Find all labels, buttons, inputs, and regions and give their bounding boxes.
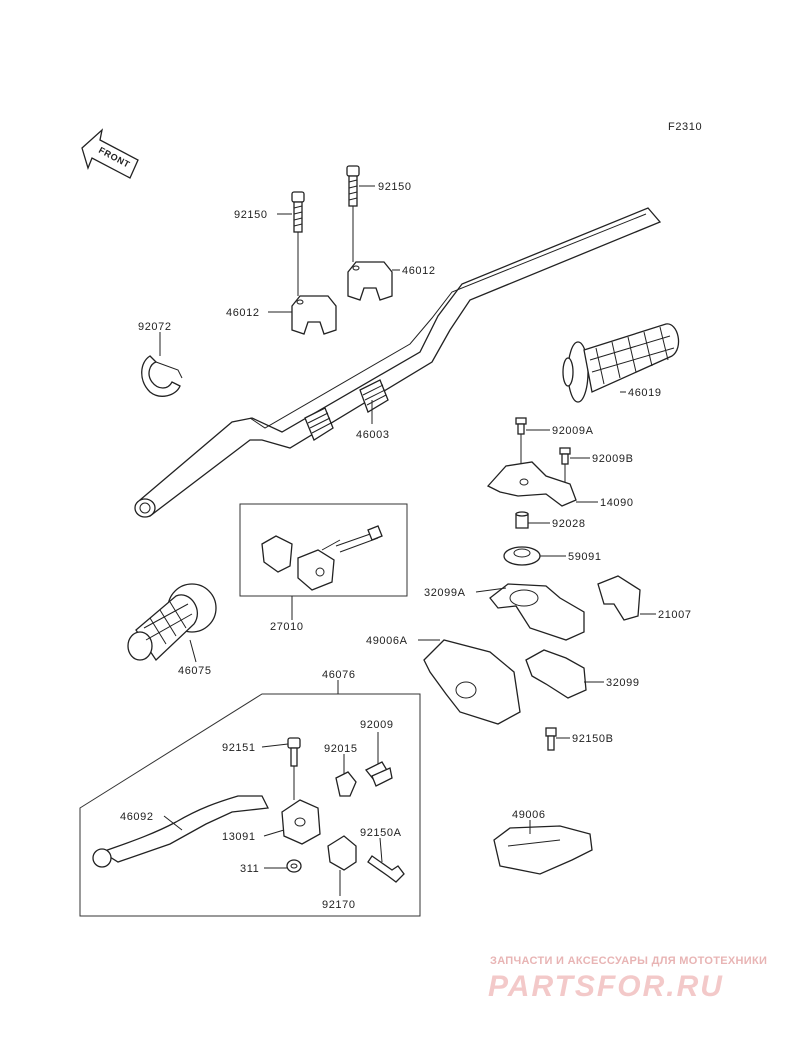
- grip-46075: [127, 583, 217, 662]
- watermark-line2: PARTSFOR.RU: [488, 970, 724, 1003]
- label-92009: 92009: [360, 719, 394, 731]
- label-46012-right: 46012: [402, 265, 436, 277]
- bolt-92151: [287, 737, 301, 800]
- label-49006: 49006: [512, 809, 546, 821]
- switch-assembly-27010: [239, 503, 408, 597]
- collar-92028: [515, 511, 529, 529]
- clip-92072: [141, 355, 183, 397]
- label-92015: 92015: [324, 743, 358, 755]
- grip-46019: [562, 323, 680, 403]
- label-92150-right: 92150: [378, 181, 412, 193]
- label-92009a: 92009A: [552, 425, 594, 437]
- label-92009b: 92009B: [592, 453, 634, 465]
- cover-49006: [493, 825, 593, 875]
- label-92150b: 92150B: [572, 733, 614, 745]
- bolt-92150-right: [346, 165, 360, 262]
- bolt-92150a: [367, 855, 405, 883]
- lever-assembly-frame: [79, 693, 421, 917]
- label-46003: 46003: [356, 429, 390, 441]
- label-46076: 46076: [322, 669, 356, 681]
- label-92028: 92028: [552, 518, 586, 530]
- housing-32099a: [489, 583, 585, 641]
- label-14090: 14090: [600, 497, 634, 509]
- leader-lines: [159, 185, 656, 896]
- cable-guide-21007: [597, 575, 641, 621]
- label-92170: 92170: [322, 899, 356, 911]
- clamp-46012-right: [347, 261, 393, 301]
- housing-49006a: [423, 639, 521, 725]
- label-311: 311: [240, 863, 259, 875]
- bolt-92150-left: [291, 191, 305, 296]
- watermark-line1: ЗАПЧАСТИ И АКСЕССУАРЫ ДЛЯ МОТОТЕХНИКИ: [490, 955, 767, 967]
- label-92150a: 92150A: [360, 827, 402, 839]
- handlebar: [134, 207, 662, 518]
- screw-92009b: [559, 447, 571, 486]
- label-46012-left: 46012: [226, 307, 260, 319]
- label-46075: 46075: [178, 665, 212, 677]
- lever-46092: [92, 795, 269, 868]
- housing-32099: [525, 649, 587, 699]
- figure-code: F2310: [668, 121, 702, 133]
- label-49006a: 49006A: [366, 635, 408, 647]
- label-13091: 13091: [222, 831, 256, 843]
- watermark: ЗАПЧАСТИ И АКСЕССУАРЫ ДЛЯ МОТОТЕХНИКИ PA…: [488, 955, 767, 1003]
- nut-311: [286, 859, 302, 873]
- clamp-46012-left: [291, 295, 337, 335]
- label-46019: 46019: [628, 387, 662, 399]
- bracket-13091: [281, 799, 321, 845]
- label-92072: 92072: [138, 321, 172, 333]
- adjuster-92009: [364, 761, 393, 787]
- pulley-59091: [503, 546, 541, 566]
- label-59091: 59091: [568, 551, 602, 563]
- label-32099a: 32099A: [424, 587, 466, 599]
- label-46092: 46092: [120, 811, 154, 823]
- front-arrow-icon: FRONT: [81, 128, 139, 179]
- part-labels: 92150 92150 46012 46012 92072 46019 4600…: [120, 181, 692, 911]
- cover-14090: [486, 461, 577, 507]
- label-92151: 92151: [222, 742, 256, 754]
- label-32099: 32099: [606, 677, 640, 689]
- clamp-92170: [327, 835, 357, 871]
- label-92150-left: 92150: [234, 209, 268, 221]
- label-27010: 27010: [270, 621, 304, 633]
- nut-92015: [335, 771, 357, 797]
- bolt-92150b: [545, 727, 557, 751]
- label-21007: 21007: [658, 609, 692, 621]
